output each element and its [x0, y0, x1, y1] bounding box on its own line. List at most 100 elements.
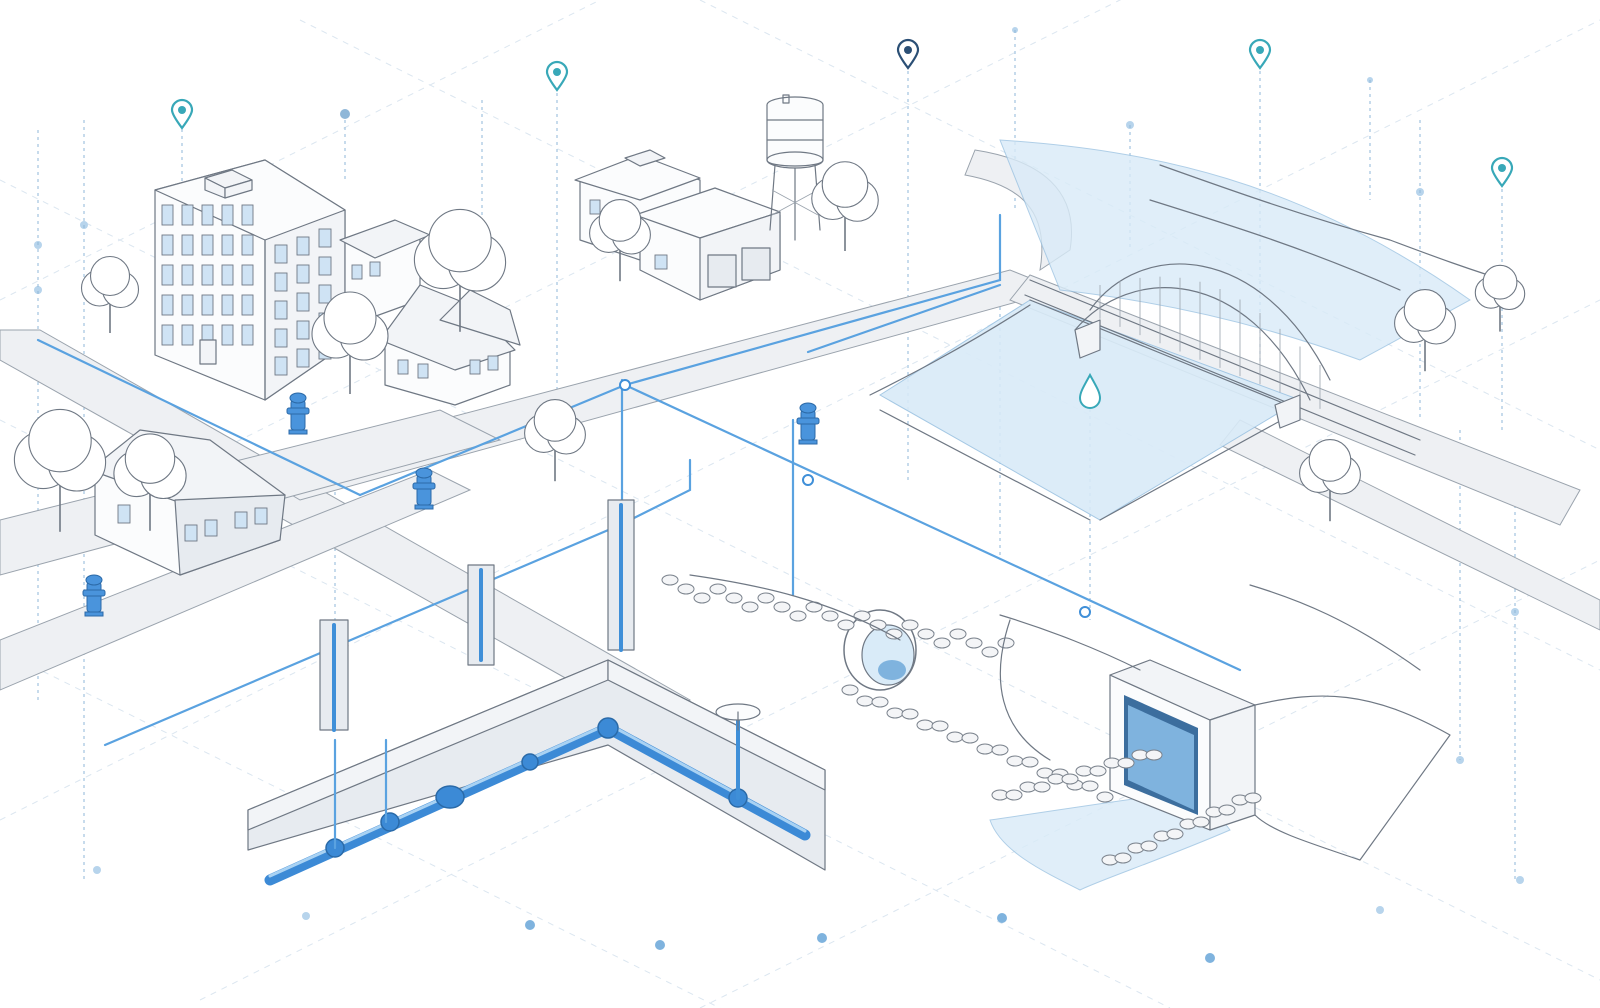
rock [901, 619, 919, 631]
rock [917, 628, 935, 640]
rock [949, 628, 967, 640]
fire-hydrant-icon [286, 392, 310, 435]
office-window [296, 264, 310, 284]
rock [856, 695, 874, 707]
location-pin-icon [896, 38, 920, 70]
rock [661, 574, 679, 586]
rock [976, 743, 994, 755]
rock [837, 619, 855, 631]
rock [677, 583, 695, 595]
rock [991, 744, 1009, 756]
office-window [296, 236, 310, 256]
culvert-rock-piles [661, 574, 1262, 866]
office-window [201, 294, 214, 316]
rock [1061, 773, 1079, 785]
rock [871, 696, 889, 708]
rock [1089, 765, 1107, 777]
rock [886, 707, 904, 719]
rock [885, 628, 903, 640]
office-window [221, 324, 234, 346]
rock [965, 637, 983, 649]
office-window [181, 204, 194, 226]
water-drop-icon [1078, 372, 1102, 409]
rock [1096, 791, 1114, 803]
tree [13, 408, 107, 532]
river [879, 139, 1471, 891]
office-window [274, 356, 288, 376]
rock [981, 646, 999, 658]
office-window [274, 328, 288, 348]
office-window [181, 324, 194, 346]
trench-cutaway [247, 659, 826, 886]
rock [757, 592, 775, 604]
tree [113, 433, 187, 531]
tree [1299, 439, 1361, 522]
office-window [318, 284, 332, 304]
tree [589, 199, 651, 282]
fire-hydrant-icon [412, 467, 436, 510]
location-pin-icon [545, 60, 569, 92]
rock [1033, 781, 1051, 793]
office-window [241, 294, 254, 316]
rock [741, 601, 759, 613]
office-window [318, 256, 332, 276]
rock [1114, 852, 1132, 864]
office-window [296, 348, 310, 368]
office-window [241, 234, 254, 256]
location-pin-icon [340, 109, 350, 119]
office-window [274, 244, 288, 264]
office-window [221, 294, 234, 316]
rock [933, 637, 951, 649]
rock [961, 732, 979, 744]
office-window [296, 292, 310, 312]
riverbank-rocks [869, 164, 1521, 521]
rock [853, 610, 871, 622]
office-window [161, 204, 174, 226]
office-window [221, 264, 234, 286]
fire-hydrants [82, 392, 820, 617]
trees [13, 161, 1526, 532]
treatment-building [574, 149, 781, 301]
rock [1218, 804, 1236, 816]
tree [524, 399, 586, 482]
location-pins [170, 38, 1514, 188]
rock [773, 601, 791, 613]
pipe-risers [319, 499, 635, 732]
rock [946, 731, 964, 743]
rock [1081, 780, 1099, 792]
office-window [181, 294, 194, 316]
rock [916, 719, 934, 731]
rock [1140, 840, 1158, 852]
rock [1006, 755, 1024, 767]
office-window [181, 264, 194, 286]
office-building [154, 159, 346, 401]
round-culvert [843, 609, 917, 691]
tree [80, 255, 140, 333]
arch-bridge [1024, 263, 1421, 456]
rock [1192, 816, 1210, 828]
office-window [221, 234, 234, 256]
office-window [241, 264, 254, 286]
rock [693, 592, 711, 604]
rock [821, 610, 839, 622]
rock [725, 592, 743, 604]
rock [709, 583, 727, 595]
rock [931, 720, 949, 732]
rock [789, 610, 807, 622]
tree [1474, 264, 1526, 332]
office-window [161, 264, 174, 286]
office-window [241, 204, 254, 226]
embankment [689, 574, 1421, 761]
rock [901, 708, 919, 720]
office-window [296, 320, 310, 340]
location-pin-icon [170, 98, 194, 130]
office-window [241, 324, 254, 346]
office-window [201, 204, 214, 226]
office-window [161, 324, 174, 346]
rock [1145, 749, 1163, 761]
tree [1394, 289, 1456, 372]
office-window [274, 272, 288, 292]
rock [841, 684, 859, 696]
location-pin-icon [1490, 156, 1514, 188]
